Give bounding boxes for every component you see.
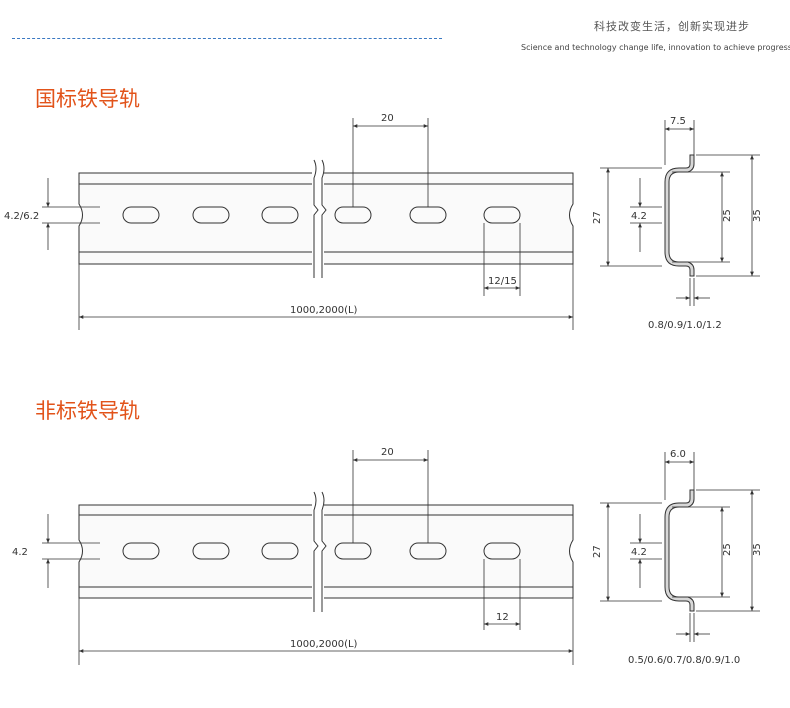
dim-thickness-2: 0.5/0.6/0.7/0.8/0.9/1.0 xyxy=(628,655,740,666)
rail-front-dimensions-1 xyxy=(42,118,574,330)
dim-flange-width-1: 7.5 xyxy=(670,116,686,127)
dim-slot-length-2: 12 xyxy=(496,612,509,623)
rail-front-view-1 xyxy=(78,159,574,278)
dim-slot-length-1: 12/15 xyxy=(488,276,517,287)
rail-profile-1 xyxy=(664,154,695,277)
dim-inner-height-1: 25 xyxy=(722,209,733,222)
dim-total-height-1: 35 xyxy=(752,209,763,222)
rail-profile-dimensions-1 xyxy=(600,120,760,306)
rail-front-view-2 xyxy=(78,491,574,612)
dim-slot-mid-2: 27 xyxy=(592,545,603,558)
dim-slot-pitch-2: 20 xyxy=(381,447,394,458)
dim-flange-width-2: 6.0 xyxy=(670,449,686,460)
rail-profile-dimensions-2 xyxy=(600,452,760,642)
dim-slot-width-2: 4.2 xyxy=(631,547,647,558)
slogan-chinese: 科技改变生活，创新实现进步 xyxy=(594,20,750,33)
header-divider xyxy=(12,38,442,39)
rail-front-dimensions-2 xyxy=(42,450,574,665)
dim-rail-length-1: 1000,2000(L) xyxy=(290,305,358,316)
rail-profile-2 xyxy=(664,489,695,612)
dim-slot-pitch-1: 20 xyxy=(381,113,394,124)
section-title-nonstandard-rail: 非标铁导轨 xyxy=(35,399,140,423)
dim-slot-width-1: 4.2 xyxy=(631,211,647,222)
dim-slot-height-1: 4.2/6.2 xyxy=(4,211,39,222)
slogan-english: Science and technology change life, inno… xyxy=(521,43,790,52)
section-title-standard-rail: 国标铁导轨 xyxy=(35,87,140,111)
dim-thickness-1: 0.8/0.9/1.0/1.2 xyxy=(648,320,722,331)
dim-slot-height-2: 4.2 xyxy=(12,547,28,558)
dim-total-height-2: 35 xyxy=(752,543,763,556)
dim-slot-mid-1: 27 xyxy=(592,211,603,224)
dim-inner-height-2: 25 xyxy=(722,543,733,556)
dim-rail-length-2: 1000,2000(L) xyxy=(290,639,358,650)
